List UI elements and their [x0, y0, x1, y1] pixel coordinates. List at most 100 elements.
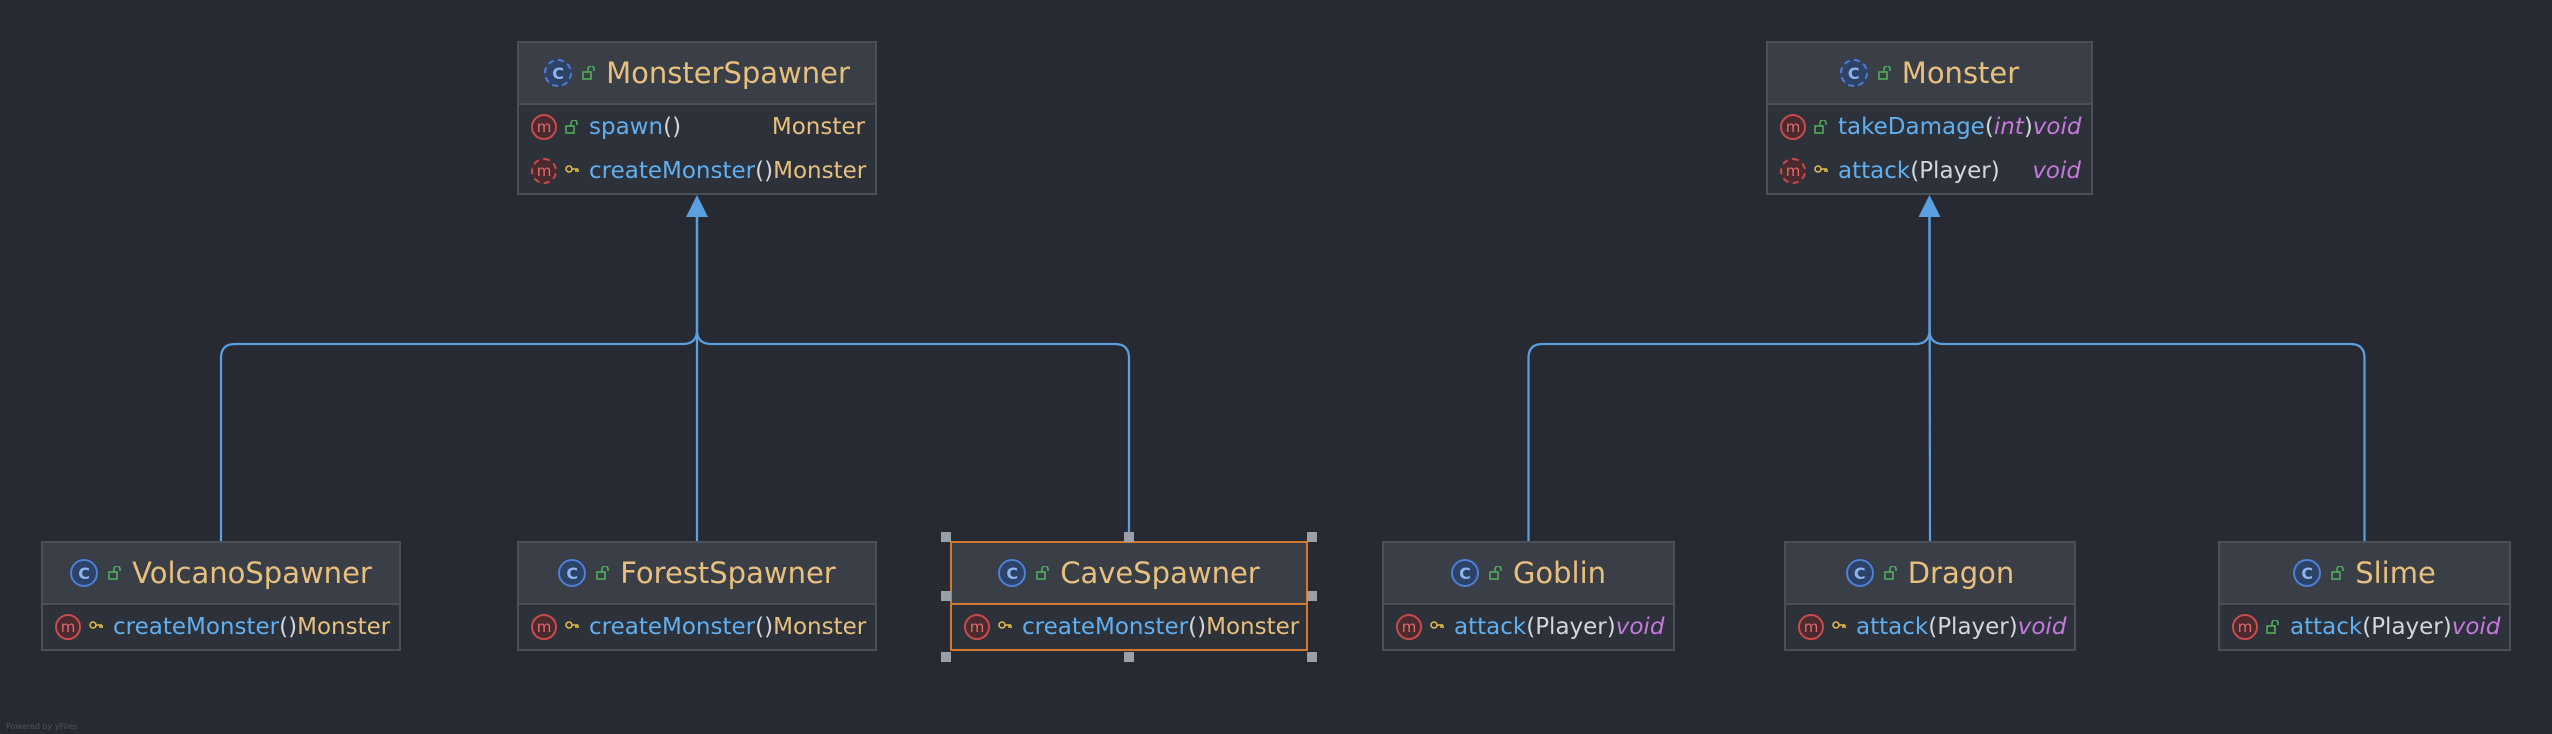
class-node-goblin[interactable]: C Goblin m attack(Player)void — [1382, 541, 1675, 651]
method-paren-close: ) — [764, 158, 774, 184]
unlock-icon — [582, 66, 595, 80]
method-return-type: Monster — [297, 614, 391, 640]
method-icon: m — [2232, 614, 2258, 640]
inheritance-edge-volcano-spawner[interactable] — [219, 217, 699, 541]
method-paren-close: ) — [2442, 614, 2452, 640]
class-header[interactable]: C MonsterSpawner — [519, 43, 875, 105]
method-icon: m — [1798, 614, 1824, 640]
method-return-type: void — [1615, 614, 1665, 640]
method-paren-open: ( — [755, 614, 765, 640]
method-paren-open: ( — [1526, 614, 1536, 640]
class-icon: C — [1450, 559, 1479, 587]
key-icon — [565, 165, 579, 173]
method-name: attack — [1856, 614, 1929, 640]
method-icon: m — [1780, 158, 1806, 184]
inheritance-edge-cave-spawner[interactable] — [695, 217, 1131, 541]
method-params: int — [1993, 114, 2024, 140]
class-header[interactable]: C Goblin — [1384, 543, 1673, 605]
method-name: spawn — [589, 114, 664, 140]
resize-handle[interactable] — [1307, 532, 1317, 542]
resize-handle[interactable] — [1307, 591, 1317, 601]
method-return-type: Monster — [1206, 614, 1300, 640]
key-icon — [565, 621, 579, 629]
class-icon: C — [998, 559, 1027, 587]
method-name: createMonster — [589, 614, 756, 640]
inheritance-edge-slime[interactable] — [1928, 217, 2366, 541]
method-params: Player — [1937, 614, 2009, 640]
method-paren-close: ) — [2023, 114, 2033, 140]
method-return-type: Monster — [773, 614, 867, 640]
method-icon: m — [531, 114, 557, 140]
resize-handle[interactable] — [1307, 652, 1317, 662]
method-params: Player — [2371, 614, 2443, 640]
method-paren-open: ( — [1188, 614, 1198, 640]
method-name: attack — [1454, 614, 1527, 640]
method-name: createMonster — [589, 158, 756, 184]
method-return-type: void — [2032, 158, 2081, 184]
method-paren-close: ) — [288, 614, 298, 640]
class-icon: C — [70, 559, 99, 587]
key-icon — [1832, 621, 1846, 629]
unlock-icon — [1036, 566, 1050, 580]
class-icon: C — [2293, 559, 2322, 587]
class-header[interactable]: C VolcanoSpawner — [43, 543, 399, 605]
powered-by-footer: Powered by yFiles — [6, 722, 78, 731]
class-icon: C — [558, 559, 587, 587]
method-params: Player — [1535, 614, 1607, 640]
class-header[interactable]: C Dragon — [1786, 543, 2074, 605]
method-icon: m — [531, 614, 557, 640]
method-return-type: Monster — [771, 114, 865, 140]
resize-handle[interactable] — [1124, 532, 1134, 542]
method-paren-open: ( — [755, 158, 765, 184]
unlock-icon — [2331, 566, 2344, 580]
method-row[interactable]: m attack(Player)void — [1384, 605, 1673, 649]
class-name: Goblin — [1512, 556, 1607, 590]
resize-handle[interactable] — [1124, 652, 1134, 662]
method-params: Player — [1919, 158, 1991, 184]
method-icon: m — [1396, 614, 1422, 640]
key-icon — [998, 621, 1012, 629]
method-paren-open: ( — [1984, 114, 1994, 140]
resize-handle[interactable] — [941, 591, 951, 601]
method-icon: m — [964, 614, 990, 640]
resize-handle[interactable] — [941, 532, 951, 542]
class-name: Dragon — [1907, 556, 2015, 590]
key-icon — [89, 621, 103, 629]
key-icon — [1814, 165, 1828, 173]
resize-handle[interactable] — [941, 652, 951, 662]
unlock-icon — [596, 566, 610, 580]
method-paren-close: ) — [1990, 158, 2000, 184]
unlock-icon — [1883, 566, 1897, 580]
unlock-icon — [1489, 566, 1502, 580]
class-name: VolcanoSpawner — [132, 556, 372, 590]
abstract-class-icon: C — [544, 59, 573, 87]
class-icon: C — [1845, 559, 1874, 587]
method-paren-close: ) — [1606, 614, 1616, 640]
class-name: MonsterSpawner — [606, 56, 850, 90]
unlock-icon — [108, 566, 121, 580]
inheritance-edge-goblin[interactable] — [1527, 217, 1931, 541]
unlock-icon — [1814, 120, 1827, 134]
method-paren-close: ) — [672, 114, 682, 140]
method-paren-close: ) — [1197, 614, 1207, 640]
